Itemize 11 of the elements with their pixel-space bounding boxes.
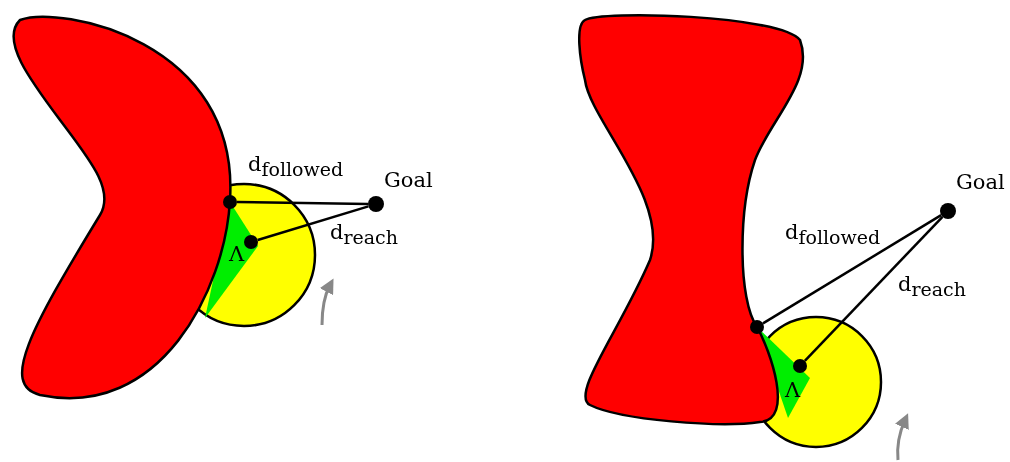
connector-line <box>803 215 944 362</box>
connector-line <box>257 205 369 242</box>
region-label: Λ <box>785 380 801 401</box>
point-marker <box>750 320 764 334</box>
point-marker <box>940 203 956 219</box>
connector-line <box>762 214 942 325</box>
point-label: Goal <box>956 172 1005 193</box>
point-label: Goal <box>384 170 433 191</box>
region-label: Λ <box>229 244 245 265</box>
connector-line <box>237 200 368 206</box>
point-marker <box>368 196 384 212</box>
